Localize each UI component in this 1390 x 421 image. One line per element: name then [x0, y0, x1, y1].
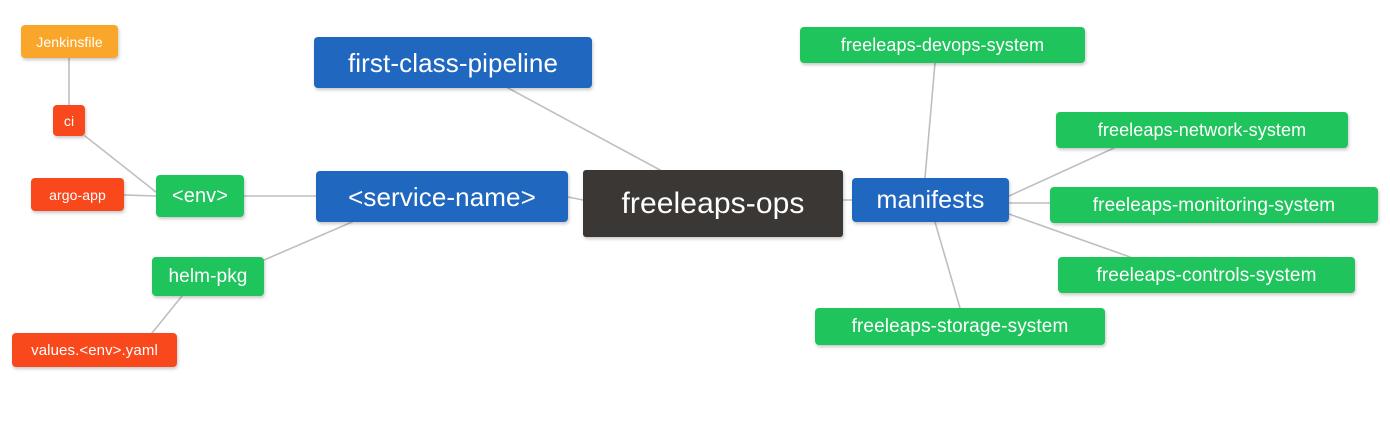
edge-values-yaml-to-helm-pkg — [151, 295, 183, 334]
node-label: freeleaps-storage-system — [851, 316, 1069, 337]
node-label: manifests — [876, 185, 985, 214]
node-freeleaps-network-system[interactable]: freeleaps-network-system — [1056, 112, 1348, 148]
node-freeleaps-devops-system[interactable]: freeleaps-devops-system — [800, 27, 1085, 63]
edge-freeleaps-devops-system-to-manifests — [924, 62, 936, 179]
node-helm-pkg[interactable]: helm-pkg — [152, 257, 264, 296]
node-label: <service-name> — [348, 181, 536, 212]
node-label: freeleaps-controls-system — [1096, 264, 1317, 286]
node-label: <env> — [171, 185, 229, 207]
node-freeleaps-controls-system[interactable]: freeleaps-controls-system — [1058, 257, 1355, 293]
node-label: ci — [63, 112, 75, 129]
node-label: freeleaps-ops — [621, 186, 805, 220]
node-freeleaps-monitoring-system[interactable]: freeleaps-monitoring-system — [1050, 187, 1378, 223]
node-service-name[interactable]: <service-name> — [316, 171, 568, 222]
node-label: Jenkinsfile — [36, 33, 103, 50]
node-freeleaps-ops[interactable]: freeleaps-ops — [583, 170, 843, 237]
edge-service-name-to-freeleaps-ops — [567, 196, 584, 201]
node-label: freeleaps-devops-system — [840, 35, 1045, 55]
node-label: freeleaps-monitoring-system — [1092, 194, 1336, 216]
edge-first-class-pipeline-to-freeleaps-ops — [507, 87, 661, 171]
node-freeleaps-storage-system[interactable]: freeleaps-storage-system — [815, 308, 1105, 345]
edge-helm-pkg-to-service-name — [263, 221, 353, 261]
node-label: freeleaps-network-system — [1097, 120, 1307, 140]
node-label: first-class-pipeline — [347, 47, 559, 78]
node-ci[interactable]: ci — [53, 105, 85, 136]
edge-manifests-to-freeleaps-storage-system — [934, 221, 961, 309]
node-first-class-pipeline[interactable]: first-class-pipeline — [314, 37, 592, 88]
node-values-yaml[interactable]: values.<env>.yaml — [12, 333, 177, 367]
node-label: helm-pkg — [168, 266, 248, 287]
node-label: values.<env>.yaml — [31, 341, 158, 359]
node-label: argo-app — [49, 186, 106, 203]
node-jenkinsfile[interactable]: Jenkinsfile — [21, 25, 118, 58]
node-env[interactable]: <env> — [156, 175, 244, 217]
node-manifests[interactable]: manifests — [852, 178, 1009, 222]
edge-argo-app-to-env — [123, 194, 157, 197]
node-argo-app[interactable]: argo-app — [31, 178, 124, 211]
